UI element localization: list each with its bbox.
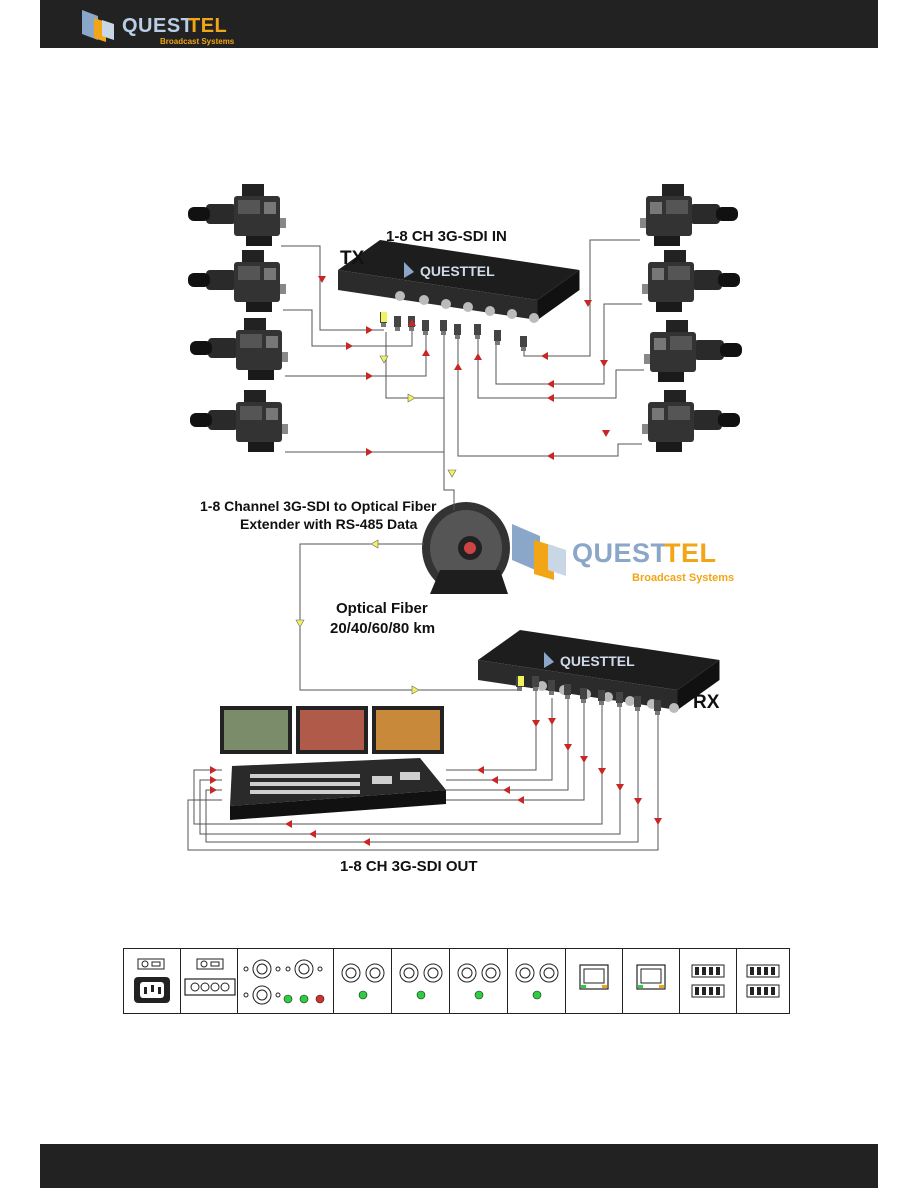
tx-label: TX [340,248,365,269]
rj45-cell-1 [566,949,623,1013]
output-title: 1-8 CH 3G-SDI OUT [340,858,478,875]
tx-data-connector [381,312,387,322]
questtel-logo-mark-icon [82,10,114,42]
rx-data-connector [518,676,524,686]
bnc-connector-icon [457,963,501,1000]
power-cell [124,949,181,1013]
header-bar [40,0,878,48]
header-brand-left: QUEST [122,15,194,37]
camera-left-2 [188,250,286,312]
bnc-pair-cell-3 [450,949,508,1013]
bnc-connector-icon [399,963,443,1000]
camera-right-3 [644,320,742,382]
extender-line-1: 1-8 Channel 3G-SDI to Optical Fiber [200,498,437,514]
bnc-pair-cell-2 [392,949,450,1013]
monitor-3 [372,706,444,754]
camera-right-4 [642,390,740,452]
center-brand-sub: Broadcast Systems [632,572,735,584]
dip-cell-1 [680,949,737,1013]
connection-diagram: QUESTTEL QUESTTEL [187,184,742,851]
bnc-pair-cell-1 [334,949,392,1013]
iec-socket-icon [134,977,170,1003]
dip-switch-icon [746,964,780,998]
rear-panel [123,948,790,1014]
tx-connectors [380,312,527,351]
led-green [283,994,293,1004]
header-brand-right: TEL [188,15,228,37]
camera-right-1 [640,184,738,246]
camera-left-4 [190,390,288,452]
camera-right-2 [642,250,740,312]
dc-cell [181,949,238,1013]
dip-switch-icon [691,964,725,998]
camera-left-1 [188,184,286,246]
monitor-1 [220,706,292,754]
center-logo [512,524,566,580]
rx-unit-logo: QUESTTEL [560,653,635,669]
dc-terminal-icon [184,978,236,996]
video-switcher [230,758,446,820]
extender-line-2: Extender with RS-485 Data [240,516,418,532]
bnc-led-cell [238,949,334,1013]
dip-cell-2 [737,949,791,1013]
header-brand-sub: Broadcast Systems [160,37,235,46]
fiber-line-2: 20/40/60/80 km [330,620,436,637]
bnc-pair-cell-4 [508,949,566,1013]
fiber-reel [422,502,510,594]
monitor-2 [296,706,368,754]
footer-bar [40,1144,878,1188]
led-green [299,994,309,1004]
input-title: 1-8 CH 3G-SDI IN [386,228,507,245]
power-switch-icon [137,958,165,970]
rj45-cell-2 [623,949,680,1013]
tx-unit: QUESTTEL [338,240,580,323]
header-logo: QUEST TEL Broadcast Systems [80,6,250,46]
center-brand-left: QUEST [572,538,668,568]
dc-switch-icon [196,958,224,970]
fiber-line-1: Optical Fiber [336,600,428,617]
tx-unit-logo: QUESTTEL [420,263,495,279]
rj45-icon [579,964,609,990]
rj45-icon [636,964,666,990]
camera-left-3 [190,318,288,380]
bnc-connector-icon [341,963,385,1000]
rx-label: RX [693,692,720,713]
center-brand-right: TEL [664,538,717,568]
led-red [315,994,325,1004]
bnc-connector-icon [515,963,559,1000]
